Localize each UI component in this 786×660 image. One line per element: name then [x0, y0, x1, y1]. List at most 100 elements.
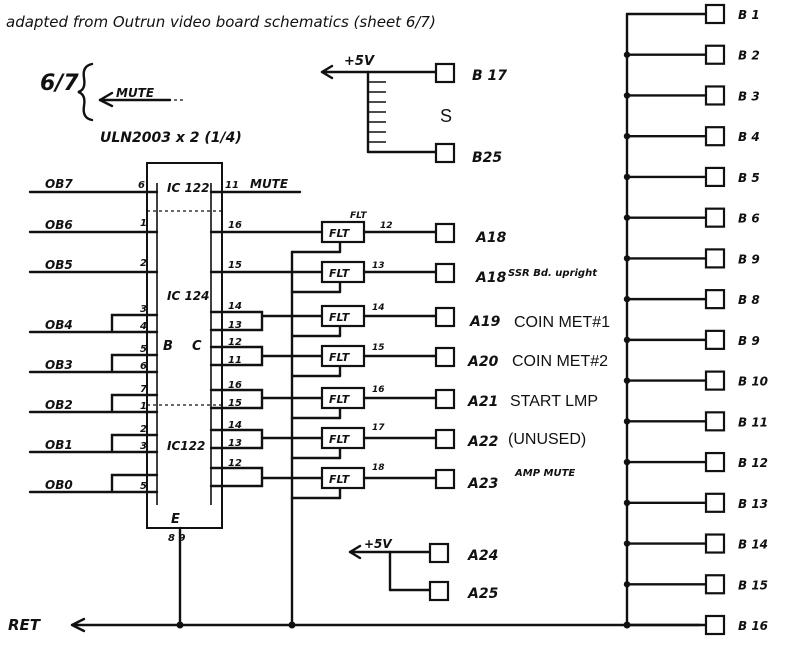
b-connector-label: B 2	[738, 49, 760, 63]
b-connector-pad	[704, 248, 726, 269]
input-ob6: OB6 1	[28, 218, 159, 234]
ic-bottom-section: IC122	[167, 439, 205, 453]
svg-text:14: 14	[372, 303, 385, 313]
svg-text:2: 2	[140, 258, 147, 269]
b-connector-pad	[704, 85, 726, 106]
svg-text:12: 12	[380, 221, 393, 231]
b-connector-junction	[623, 255, 631, 262]
svg-text:14: 14	[228, 420, 242, 431]
ret-arrow	[70, 617, 702, 633]
mute-output: 11 MUTE	[209, 177, 302, 194]
svg-text:16: 16	[228, 380, 242, 391]
b-connector-junction	[623, 458, 631, 466]
supply-s-block: +5V B 17 S B25	[320, 54, 507, 166]
b-connector-16: B 16	[625, 614, 768, 636]
svg-text:6: 6	[140, 361, 147, 372]
svg-text:COIN MET#2: COIN MET#2	[512, 353, 608, 370]
b-connector-pad	[704, 329, 726, 350]
b-connector-label: B 9	[738, 252, 760, 266]
connector-b25-pad	[434, 142, 456, 164]
b-connector-label: B 5	[738, 171, 760, 185]
b-connector-pad	[704, 3, 726, 25]
b-connector-label: B 10	[738, 375, 768, 389]
b-connector-junction	[623, 499, 631, 506]
svg-text:OB3: OB3	[45, 358, 73, 372]
svg-text:13: 13	[228, 438, 242, 449]
connector-b25-label: B25	[472, 150, 502, 166]
svg-text:12: 12	[228, 458, 242, 469]
svg-text:13: 13	[228, 320, 242, 331]
b-connector-12: B 12	[623, 451, 768, 473]
input-ob7: OB7 6	[28, 177, 159, 194]
b-connector-11: B 11	[623, 411, 768, 432]
svg-text:OB2: OB2	[45, 398, 73, 412]
svg-text:1: 1	[140, 218, 147, 229]
input-ob2: OB2 7 1	[28, 384, 159, 414]
svg-text:FLT: FLT	[329, 227, 351, 240]
caption: adapted from Outrun video board schemati…	[6, 13, 436, 31]
svg-text:A18: A18	[475, 270, 507, 286]
b-connector-4: B 4	[623, 126, 760, 147]
filter-blocks: FLT FLT 12 A18 FLT 13 A18 SSR Bd. uprigh…	[320, 211, 610, 492]
sheet-reference: 6/7 MUTE ULN2003 x 2 (1/4)	[40, 62, 242, 146]
svg-text:AMP MUTE: AMP MUTE	[514, 468, 575, 479]
svg-text:15: 15	[372, 343, 385, 353]
connector-a18-pad	[434, 222, 456, 244]
svg-text:A21: A21	[467, 394, 498, 410]
svg-text:16: 16	[228, 220, 242, 231]
b-connector-pad	[704, 289, 726, 310]
input-ob5: OB5 2	[28, 258, 159, 274]
b-connector-label: B 3	[738, 89, 760, 103]
svg-text:FLT: FLT	[329, 473, 351, 486]
filter-a19: FLT 14 A19 COIN MET#1	[320, 303, 610, 331]
svg-text:5: 5	[140, 344, 147, 355]
connector-b17-pad	[434, 62, 456, 84]
ret-label: RET	[8, 616, 42, 634]
svg-text:4: 4	[139, 321, 147, 332]
b-connector-pad	[704, 451, 726, 473]
svg-text:OB4: OB4	[45, 318, 73, 332]
svg-text:FLT: FLT	[329, 311, 351, 324]
ic-mid-section: IC 124	[167, 289, 210, 303]
ic-top-section: IC 122	[167, 181, 210, 195]
ic-outline	[146, 162, 223, 529]
svg-text:A23: A23	[467, 476, 498, 492]
input-ob4: OB4 3 4	[28, 304, 159, 334]
filter-a23: FLT 18 A23 AMP MUTE	[320, 463, 575, 492]
ic-b-label: B	[163, 339, 173, 354]
b-connector-14: B 14	[623, 533, 768, 554]
input-ob1: OB1 2 3	[28, 424, 159, 454]
b-connector-junction	[623, 173, 631, 181]
supply-bottom-label: +5V	[364, 537, 393, 551]
chip-label: ULN2003 x 2 (1/4)	[100, 130, 242, 146]
b-connector-1: B 1	[625, 3, 760, 25]
svg-text:A20: A20	[467, 354, 499, 370]
filter-a21: FLT 16 A21 START LMP	[320, 385, 598, 410]
b-connector-pad	[704, 44, 726, 65]
ic-c-label: C	[192, 339, 202, 354]
svg-text:5: 5	[140, 481, 147, 492]
svg-text:A19: A19	[469, 314, 501, 330]
filter-a18-ssr: FLT 13 A18 SSR Bd. upright	[320, 260, 598, 286]
filter-top-label: FLT	[350, 211, 367, 221]
b-connector-label: B 4	[738, 130, 760, 144]
connector-a24-label: A24	[467, 548, 498, 564]
ic-e-label: E	[171, 512, 180, 527]
b-connector-junction	[623, 540, 631, 547]
b-connector-pad	[704, 166, 726, 188]
b-connector-junction	[623, 92, 631, 99]
output-lines: 16 15 14 13 12 11 16 15 14 13 12	[209, 220, 324, 488]
svg-text:OB7: OB7	[45, 177, 73, 191]
supply-arrow	[320, 64, 438, 80]
input-ob3: OB3 5 6	[28, 344, 159, 374]
svg-text:13: 13	[372, 261, 385, 271]
svg-text:2: 2	[140, 424, 147, 435]
b-connector-junction	[623, 295, 631, 303]
svg-text:FLT: FLT	[329, 393, 351, 406]
svg-text:A22: A22	[467, 434, 498, 450]
connector-b17-label: B 17	[472, 68, 507, 84]
svg-text:COIN MET#1: COIN MET#1	[514, 314, 610, 331]
svg-text:16: 16	[372, 385, 385, 395]
b-connector-6: B 6	[623, 207, 760, 228]
connector-a25-label: A25	[467, 586, 499, 602]
